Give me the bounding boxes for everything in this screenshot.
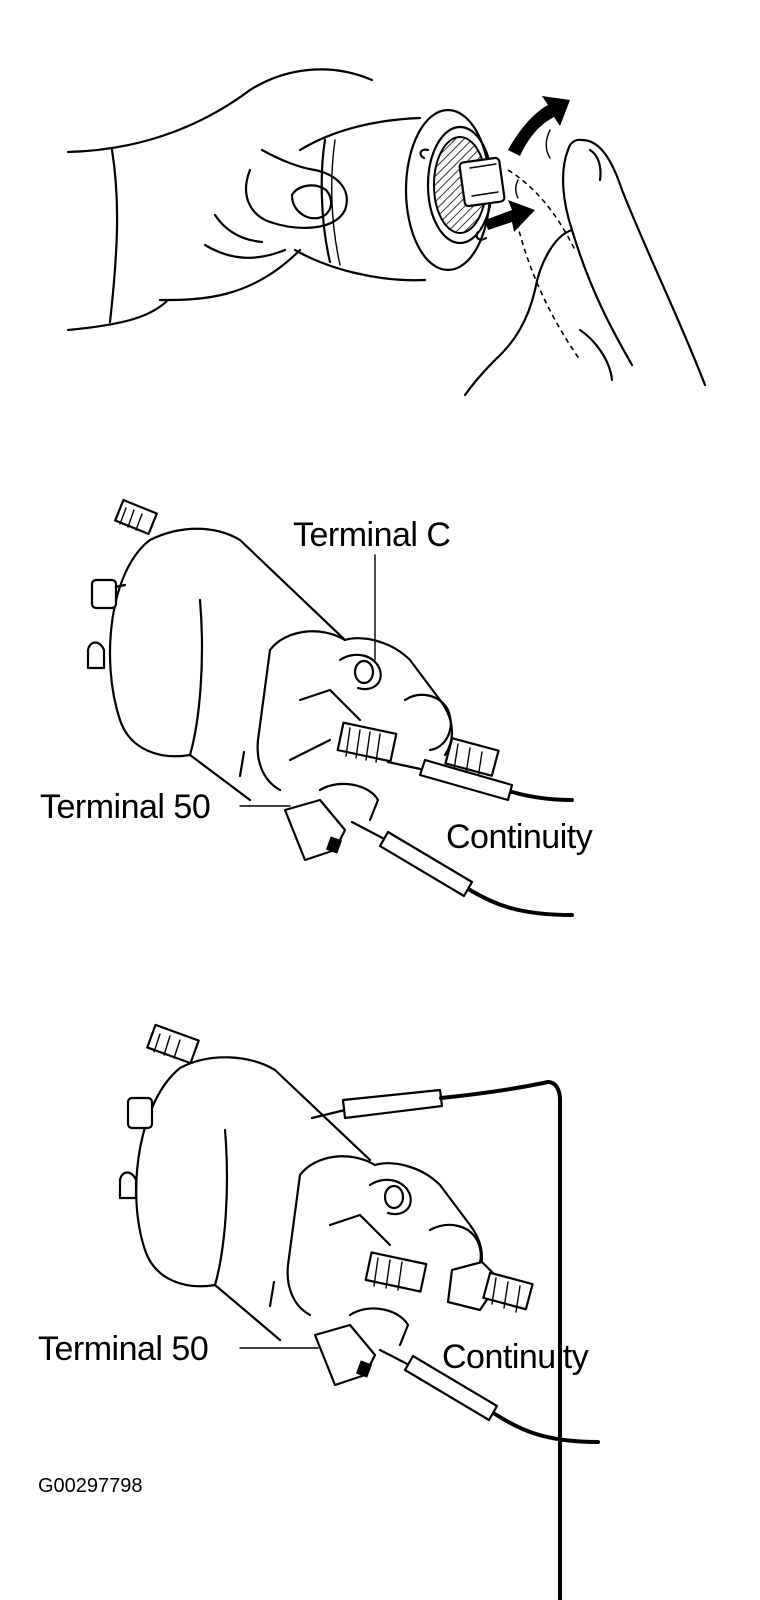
panel2-terminal-50-label: Terminal 50 xyxy=(40,788,210,826)
probe-terminal-50 xyxy=(350,820,574,917)
probe-terminal-c xyxy=(386,758,574,802)
panel3-continuity-label: Continuity xyxy=(442,1338,589,1376)
panel3-terminal-50-label: Terminal 50 xyxy=(38,1330,208,1368)
solenoid-body-3 xyxy=(118,1023,534,1387)
panel2-terminal-c-label: Terminal C xyxy=(293,516,450,554)
probe-terminal-50-3 xyxy=(378,1348,600,1444)
panel-2-pull-in-test xyxy=(86,498,574,917)
left-hand xyxy=(66,68,374,332)
panel-3-hold-in-test xyxy=(118,1023,600,1600)
figure-code: G00297798 xyxy=(38,1475,143,1497)
solenoid-body xyxy=(293,108,506,282)
right-hand xyxy=(463,129,707,397)
probe-body-ground xyxy=(310,1080,562,1600)
solenoid-body-2 xyxy=(86,498,500,862)
panel2-continuity-label: Continuity xyxy=(446,818,593,856)
push-arrows xyxy=(485,96,570,232)
panel-1-plunger-test xyxy=(66,68,707,397)
